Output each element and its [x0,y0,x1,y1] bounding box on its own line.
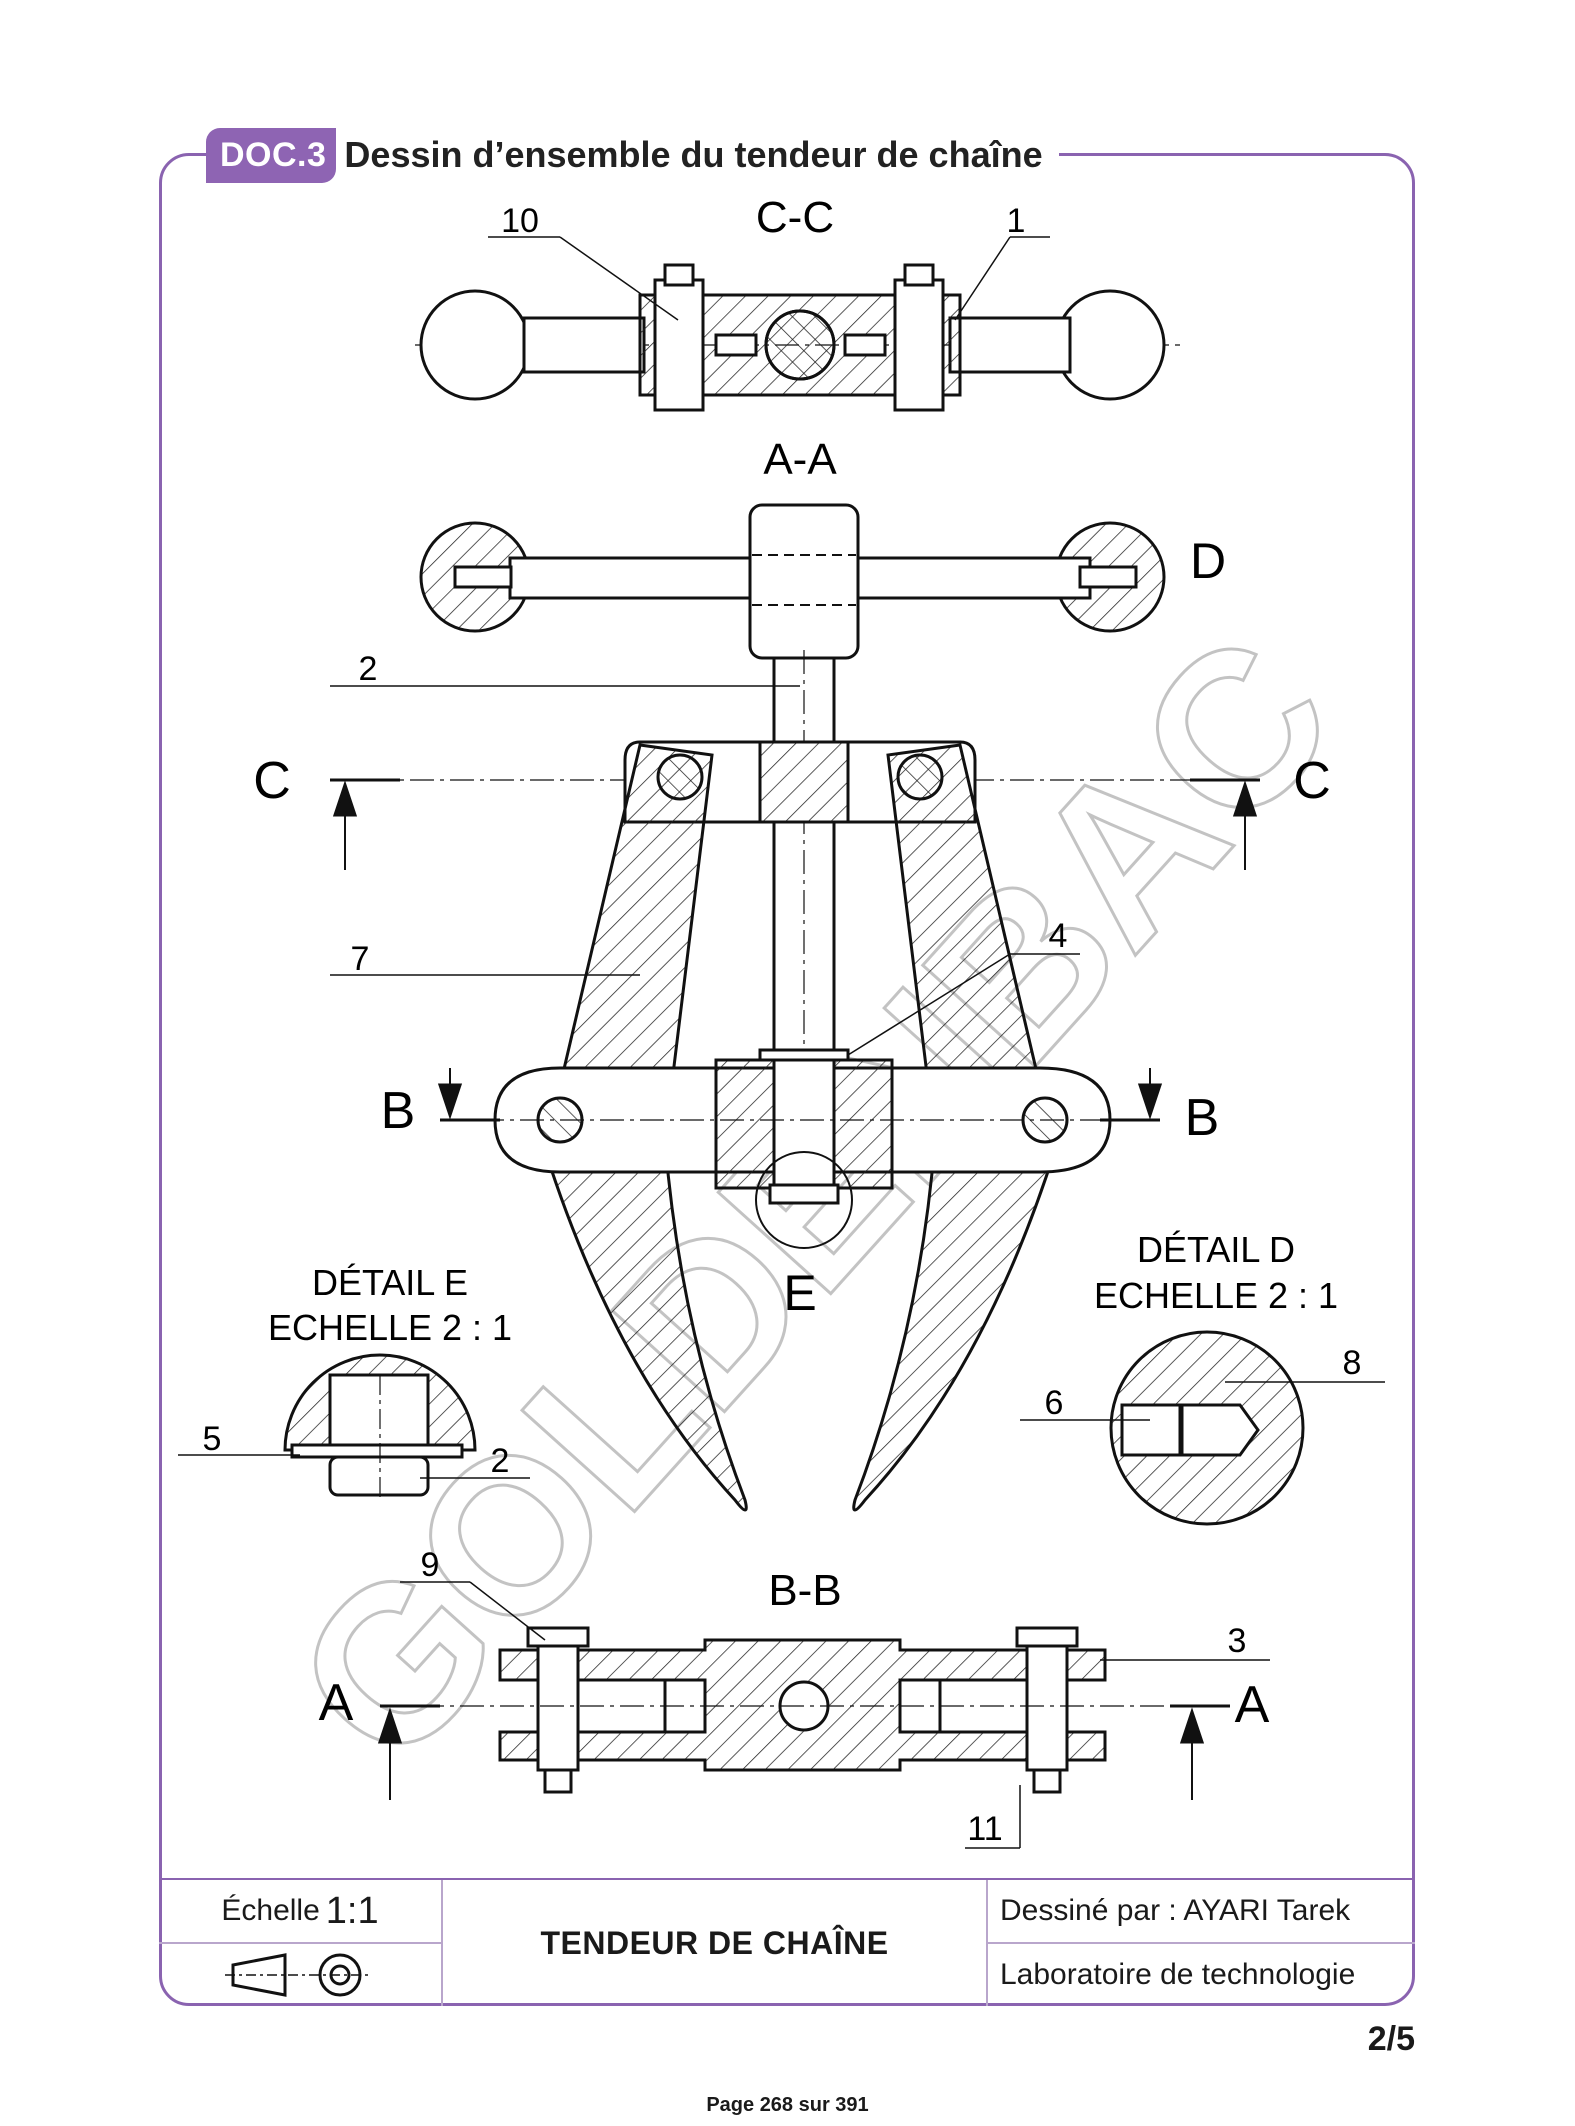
title-block-info: Dessiné par : AYARI Tarek Laboratoire de… [988,1880,1415,2006]
section-cc-label: C-C [756,193,834,242]
pivot-pins-upper [656,753,944,801]
part-number-10: 10 [501,202,539,240]
part-number-11: 11 [967,1810,1002,1848]
detail-d-title: DÉTAIL D [1137,1229,1295,1270]
scale-row: Échelle 1:1 [159,1880,441,1944]
part-number-8: 8 [1343,1344,1362,1382]
lab-name: Laboratoire de technologie [1000,1958,1356,1991]
cut-line-b [437,1068,1163,1122]
detail-e-view [283,1353,477,1500]
title-block: Échelle 1:1 TENDEUR DE CHAÎNE Dessiné pa… [159,1878,1415,2006]
page-fraction: 2/5 [1367,2020,1415,2058]
section-aa-label: A-A [763,435,837,484]
leader-9 [400,1581,546,1641]
cut-label-b-left: B [381,1082,416,1140]
detail-e-title: DÉTAIL E [312,1262,468,1303]
detail-e-scale: ECHELLE 2 : 1 [268,1307,512,1348]
leader-1 [954,236,1050,321]
handle-assembly [419,503,1166,660]
cut-line-c [330,778,1260,870]
cut-label-c-right: C [1293,752,1331,810]
cut-label-c-left: C [253,752,291,810]
cut-label-a-right: A [1235,1676,1270,1734]
leader-4 [847,953,1080,1056]
section-cc-view [415,263,1180,412]
part-number-2-detail: 2 [491,1442,510,1480]
doc-header: DOC.3 Dessin d’ensemble du tendeur de ch… [206,124,1059,186]
scale-value: 1:1 [325,1889,379,1932]
part-number-4: 4 [1049,917,1068,955]
leader-11 [965,1785,1021,1849]
detail-d-view [1109,1330,1305,1526]
title-block-scale-cell: Échelle 1:1 [159,1880,443,2006]
part-number-2: 2 [359,650,378,688]
section-bb-view [380,1626,1230,1794]
part-number-1: 1 [1007,202,1026,240]
part-number-9: 9 [421,1546,440,1584]
drawn-by: Dessiné par : AYARI Tarek [988,1880,1415,1944]
section-bb-label: B-B [768,1566,841,1615]
page-footer: Page 268 sur 391 [706,2094,869,2116]
scale-label: Échelle [221,1894,320,1927]
cut-label-b-right: B [1185,1089,1220,1147]
cut-label-a-left: A [319,1674,354,1732]
part-number-5: 5 [203,1420,222,1458]
part-number-7: 7 [351,940,370,978]
cut-line-a [377,1704,1230,1800]
detail-d-marker: D [1190,533,1226,589]
part-number-6: 6 [1045,1384,1064,1422]
doc-badge: DOC.3 [206,127,337,183]
projection-symbol-icon [159,1944,441,2006]
detail-d-scale: ECHELLE 2 : 1 [1094,1275,1338,1316]
part-number-3: 3 [1228,1622,1247,1660]
doc-title: Dessin d’ensemble du tendeur de chaîne [344,134,1043,175]
drawing-title: TENDEUR DE CHAÎNE [443,1880,988,2006]
sheet-frame [159,153,1415,2006]
leader-10 [488,236,679,321]
detail-e-marker: E [783,1265,816,1321]
